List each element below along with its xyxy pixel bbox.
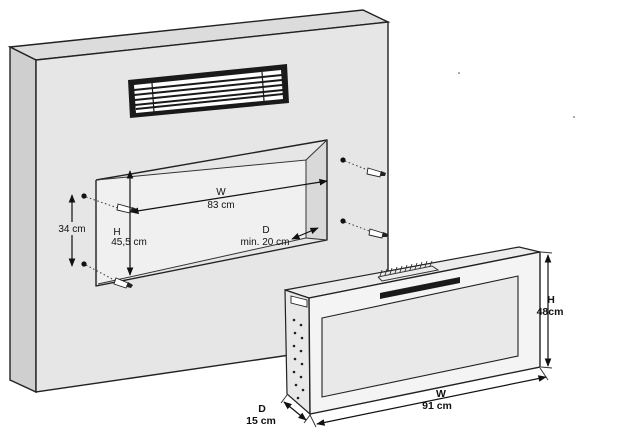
recess-height-letter: H (113, 227, 120, 238)
glass-panel (321, 275, 519, 398)
stray-marks (458, 72, 575, 118)
recess-height-value: 45,5 cm (111, 237, 147, 248)
mount-hole-right-top (340, 157, 346, 163)
mount-hole-right-bottom (340, 218, 346, 224)
screw-icon (113, 277, 133, 289)
recess-depth-dimension: D min. 20 cm (241, 225, 319, 248)
heater-outlet (380, 277, 460, 299)
unit-side-face (284, 289, 311, 416)
unit-height-dimension: H 48cm (537, 251, 564, 369)
mount-spacing-value: 34 cm (58, 224, 85, 235)
recess-depth-letter: D (262, 225, 269, 236)
unit-depth-value: 15 cm (246, 415, 276, 427)
unit-depth-dimension: D 15 cm (246, 394, 311, 427)
recess-width-value: 83 cm (207, 200, 234, 211)
unit-height-letter: H (547, 294, 555, 306)
recess-width-dimension: W 83 cm (130, 178, 328, 215)
top-vent-louvers (379, 260, 433, 277)
recess-height-dimension: H 45,5 cm (111, 170, 147, 276)
unit-depth-letter: D (258, 403, 266, 415)
recess-depth-value: min. 20 cm (241, 237, 290, 248)
fireplace-unit (284, 246, 541, 416)
unit-height-value: 48cm (537, 306, 564, 318)
unit-width-letter: W (436, 388, 446, 400)
mount-hole-left-bottom (81, 261, 87, 267)
screw-icon (366, 167, 386, 178)
side-bracket (290, 295, 308, 308)
recess-width-letter: W (216, 187, 226, 198)
wall-side-face (9, 45, 37, 394)
screw-icon (368, 228, 388, 239)
vent-grille (128, 64, 289, 118)
unit-width-value: 91 cm (422, 400, 452, 412)
side-ventilation-holes (292, 318, 305, 400)
mount-hole-left-top (81, 193, 87, 199)
mounting-hardware (81, 157, 388, 289)
mount-spacing-dimension: 34 cm (56, 194, 86, 267)
unit-width-dimension: W 91 cm (309, 367, 549, 428)
